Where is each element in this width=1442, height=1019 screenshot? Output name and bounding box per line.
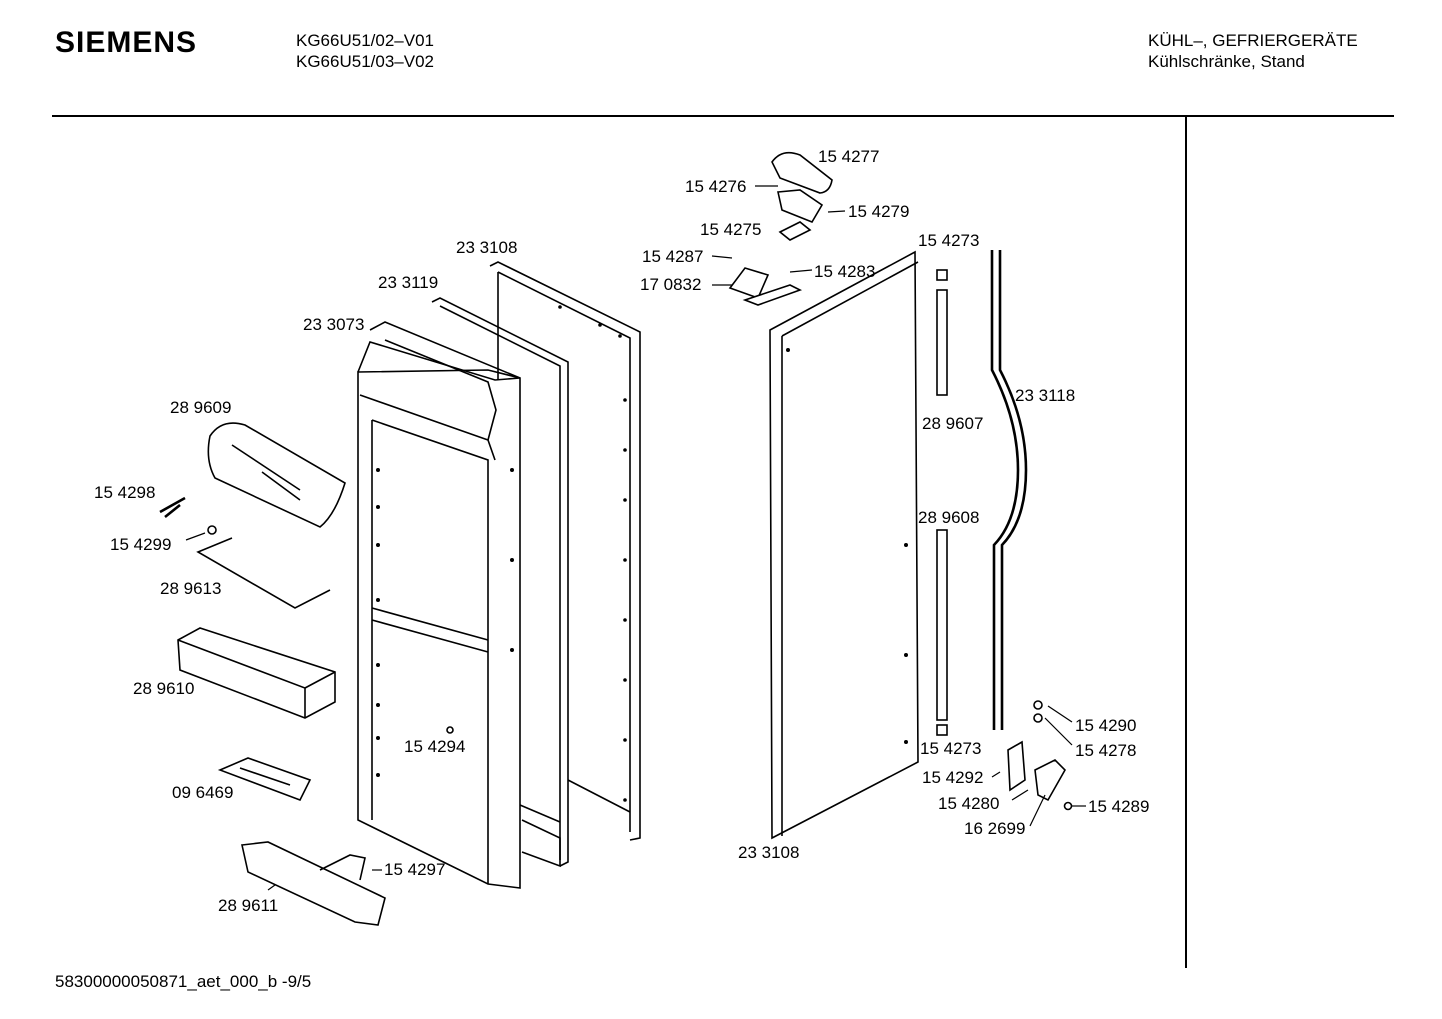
part-number: 15 4273: [920, 739, 981, 758]
latch-part: [728, 267, 770, 300]
part-number: 23 3119: [378, 273, 438, 292]
part-number: 15 4273: [918, 231, 979, 250]
part-number: 15 4275: [700, 220, 761, 239]
part-number: 15 4277: [818, 147, 879, 166]
part-number: 09 6469: [172, 783, 233, 802]
part-number: 15 4292: [922, 768, 983, 787]
strip-part: [936, 289, 948, 396]
screw-part: [446, 726, 454, 734]
strip-part: [936, 529, 948, 721]
cap-part: [936, 724, 948, 736]
washer-part: [1033, 700, 1043, 710]
part-number: 28 9611: [218, 896, 278, 915]
hinge-cover-part: [771, 151, 833, 194]
model-numbers: KG66U51/02–V01 KG66U51/03–V02: [296, 30, 434, 72]
product-category: KÜHL–, GEFRIERGERÄTE Kühlschränke, Stand: [1148, 30, 1358, 72]
outer-frame-part: [489, 261, 641, 841]
header-divider: [52, 115, 1394, 117]
side-divider: [1185, 116, 1187, 968]
part-number: 15 4289: [1088, 797, 1149, 816]
part-number: 28 9610: [133, 679, 194, 698]
clip-part: [159, 496, 186, 519]
document-id: 58300000050871_aet_000_b -9/5: [55, 972, 312, 991]
cap-part: [936, 269, 948, 281]
siemens-logo: SIEMENS: [55, 26, 198, 59]
bushing-part: [1033, 713, 1043, 723]
flap-part: [207, 422, 346, 528]
part-number: 28 9609: [170, 398, 231, 417]
hinge-bracket-part: [1007, 740, 1026, 792]
part-number: 15 4297: [384, 860, 445, 879]
part-number: 15 4283: [814, 262, 875, 281]
part-number: 15 4279: [848, 202, 909, 221]
part-number: 15 4276: [685, 177, 746, 196]
handle-part: [990, 250, 1020, 730]
part-number: 28 9613: [160, 579, 221, 598]
part-number: 15 4299: [110, 535, 171, 554]
part-number: 15 4290: [1075, 716, 1136, 735]
wire-part: [196, 537, 331, 609]
part-number: 15 4287: [642, 247, 703, 266]
bottom-hinge-part: [1034, 759, 1066, 802]
hinge-plate-part: [777, 189, 824, 223]
part-number: 23 3108: [738, 843, 799, 862]
part-number: 23 3108: [456, 238, 517, 257]
screw-part: [1063, 801, 1073, 811]
shelf-part: [177, 627, 336, 719]
category-line: KÜHL–, GEFRIERGERÄTE: [1148, 31, 1358, 50]
part-number: 15 4278: [1075, 741, 1136, 760]
part-number: 17 0832: [640, 275, 701, 294]
door-seal-part: [431, 297, 569, 868]
nut-part: [207, 525, 217, 535]
category-line: Kühlschränke, Stand: [1148, 52, 1305, 71]
door-shelf-part: [241, 841, 386, 926]
part-number: 28 9608: [918, 508, 979, 527]
handle-part: [998, 250, 1028, 730]
door-panel-part: [769, 250, 919, 840]
part-number: 15 4280: [938, 794, 999, 813]
part-number: 16 2699: [964, 819, 1025, 838]
leader-lines: [185, 185, 1086, 891]
bracket-part: [742, 284, 803, 306]
door-liner-part: [357, 321, 521, 889]
model-number: KG66U51/02–V01: [296, 31, 434, 50]
part-number: 23 3118: [1015, 386, 1075, 405]
part-number: 15 4294: [404, 737, 465, 756]
part-number: 15 4298: [94, 483, 155, 502]
model-number: KG66U51/03–V02: [296, 52, 434, 71]
part-number: 23 3073: [303, 315, 364, 334]
part-number: 28 9607: [922, 414, 983, 433]
tray-part: [217, 757, 312, 802]
shim-part: [778, 221, 812, 241]
